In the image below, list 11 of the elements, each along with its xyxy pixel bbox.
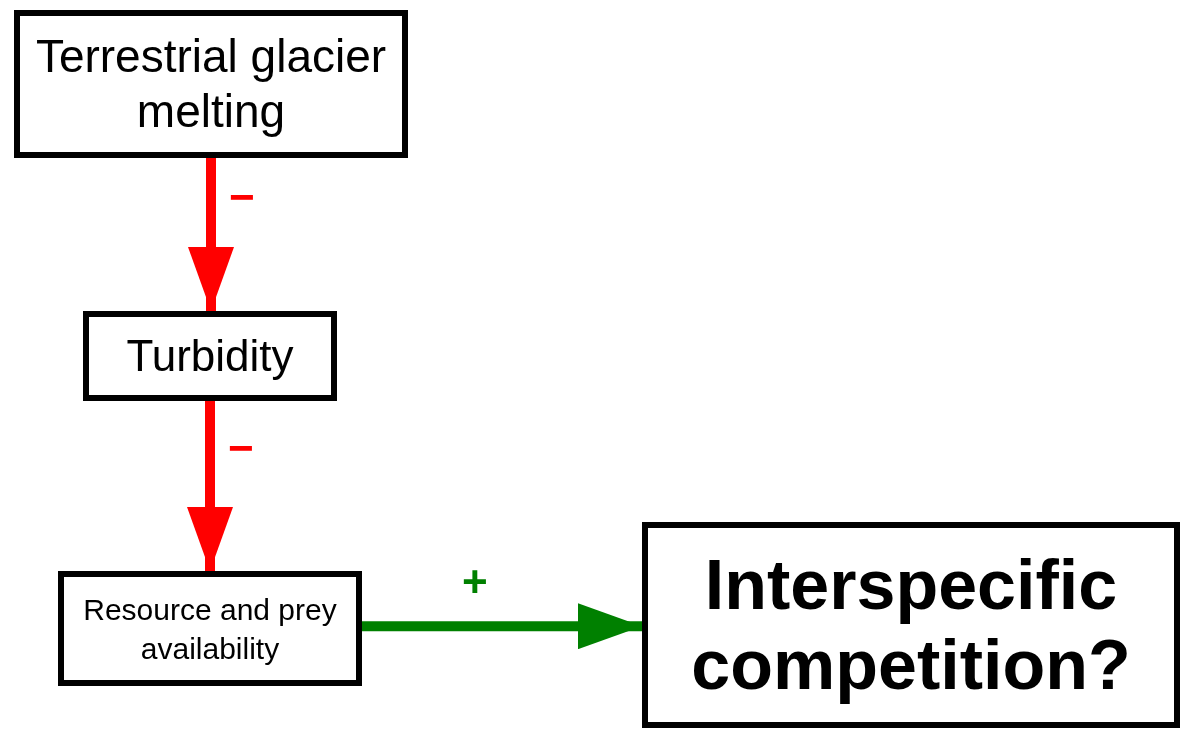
process-box	[58, 571, 362, 686]
node-label: Turbidity	[125, 329, 295, 382]
node-label: Terrestrial glacier melting	[34, 28, 388, 139]
process-box	[83, 311, 337, 401]
arrow	[188, 158, 234, 311]
node-label: Interspecific competition?	[690, 544, 1132, 706]
node-label: Resource and prey availability	[82, 591, 338, 667]
arrow	[187, 401, 233, 571]
process-box	[642, 522, 1180, 728]
arrow	[362, 603, 642, 650]
process-box	[14, 10, 408, 158]
